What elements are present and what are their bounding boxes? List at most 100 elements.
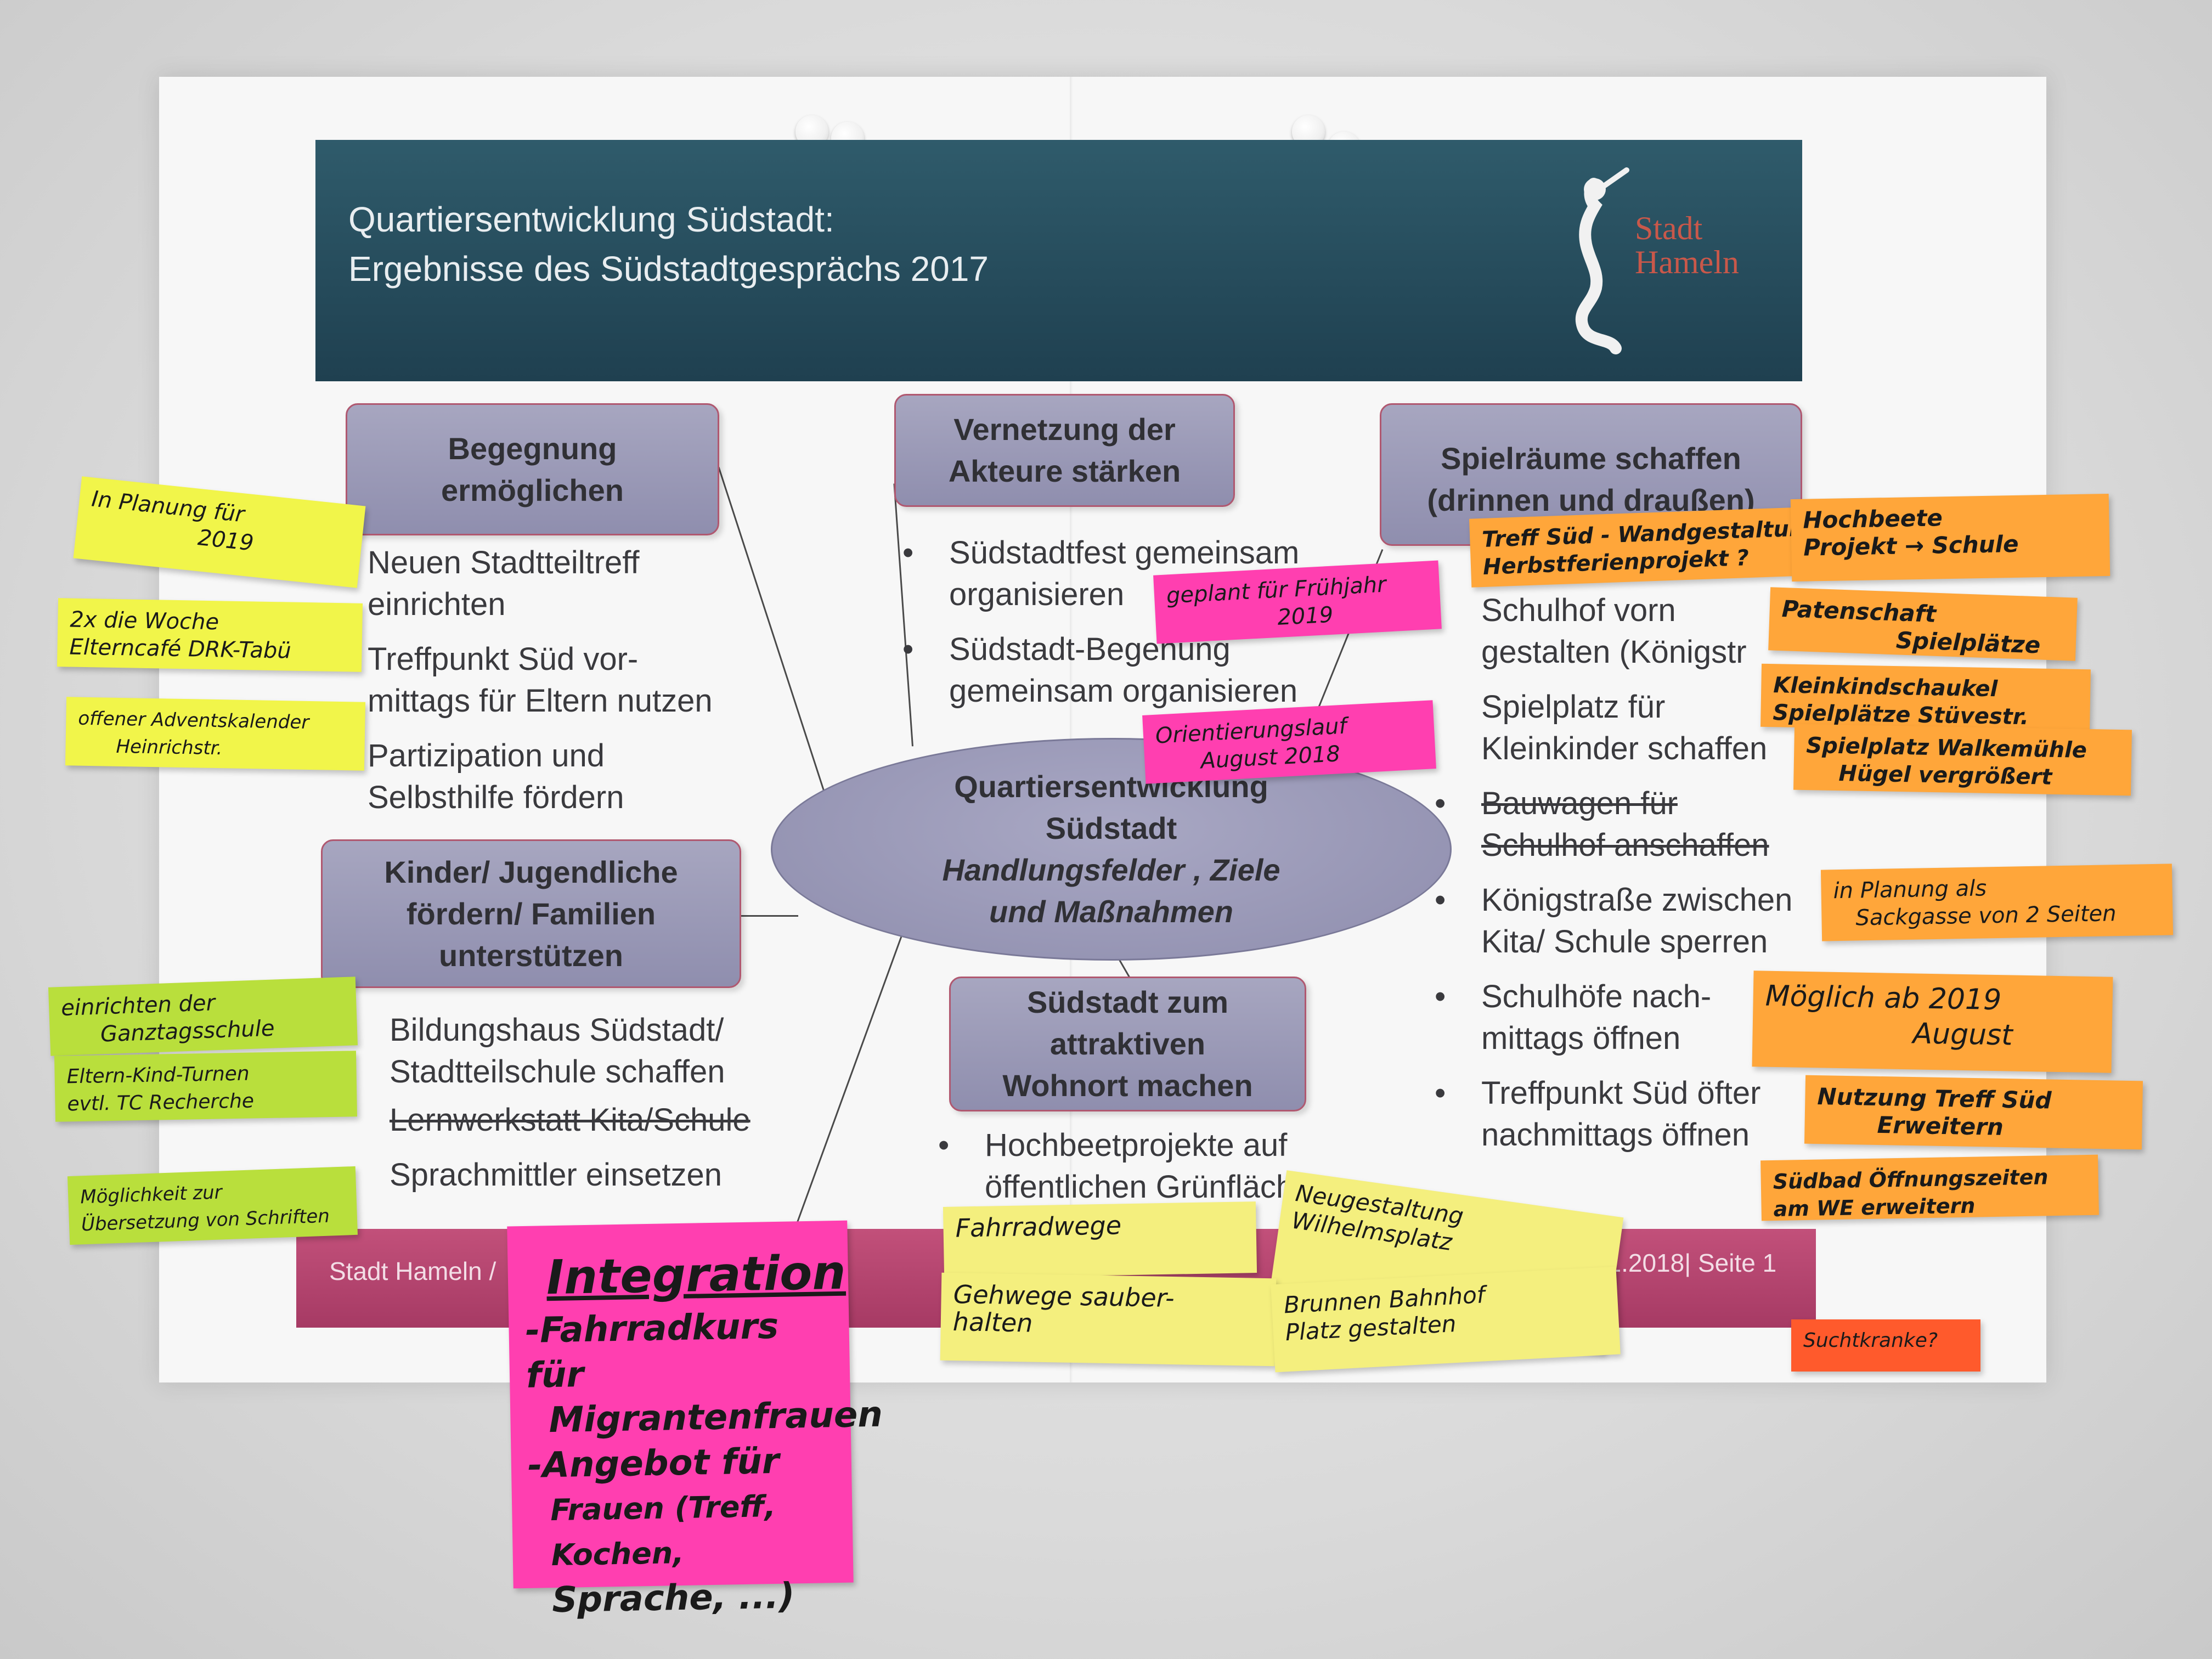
note-line: Elterncafé DRK-Tabü xyxy=(69,634,292,664)
text-kinder: Bildungshaus Südstadt/ Stadtteilschule s… xyxy=(390,1009,751,1196)
text-line: nachmittags öffnen xyxy=(1481,1117,1750,1153)
sticky-note: Nutzung Treff Süd Erweitern xyxy=(1804,1075,2143,1150)
text-line: mittags für Eltern nutzen xyxy=(368,683,713,719)
sticky-note: Brunnen Bahnhof Platz gestalten xyxy=(1271,1266,1621,1373)
text-vernetzung: Südstadtfest gemeinsam organisieren Süds… xyxy=(902,532,1299,712)
text-line: Stadtteilschule schaffen xyxy=(390,1054,725,1090)
text-line: Spielplatz für xyxy=(1481,689,1666,725)
note-line: Heinrichstr. xyxy=(116,735,223,760)
footer-left-text: Stadt Hameln / xyxy=(329,1257,496,1285)
box-line: Kinder/ Jugendliche xyxy=(384,854,678,889)
box-line: Spielräume schaffen xyxy=(1441,441,1741,476)
connector-line xyxy=(738,915,798,917)
note-line: am WE erweitern xyxy=(1773,1193,1976,1221)
note-line: Sprache, ...) xyxy=(551,1576,795,1621)
sticky-note: 2x die Woche Elterncafé DRK-Tabü xyxy=(57,598,363,672)
title-line: Ergebnisse des Südstadtgesprächs 2017 xyxy=(348,249,989,289)
text-line: Selbsthilfe fördern xyxy=(368,780,624,815)
logo-line: Hameln xyxy=(1635,244,1739,280)
note-line: Suchtkranke? xyxy=(1803,1329,1938,1352)
text-line: Bildungshaus Südstadt/ xyxy=(390,1012,724,1048)
center-line: Handlungsfelder , Ziele xyxy=(942,853,1280,887)
text-line: gestalten (Königstr xyxy=(1481,634,1747,670)
note-line: Südbad Öffnungszeiten xyxy=(1773,1165,2049,1194)
text-line: Kita/ Schule sperren xyxy=(1481,924,1768,960)
sticky-note: Patenschaft Spielplätze xyxy=(1768,587,2078,661)
box-line: Vernetzung der xyxy=(953,412,1176,447)
city-logo-text: Stadt Hameln xyxy=(1635,211,1739,279)
box-line: Begegnung xyxy=(448,431,617,466)
sticky-note: Möglich ab 2019 August xyxy=(1752,970,2113,1073)
topic-box-kinder: Kinder/ Jugendliche fördern/ Familien unte… xyxy=(321,839,741,988)
text-line: einrichten xyxy=(368,586,506,622)
note-line: -Fahrradkurs für xyxy=(524,1306,779,1396)
note-line: offener Adventskalender xyxy=(78,707,309,733)
note-line: Sackgasse von 2 Seiten xyxy=(1855,901,2117,931)
text-line: Partizipation und xyxy=(368,738,605,774)
paper-fold xyxy=(1070,77,1073,1383)
box-line: fördern/ Familien xyxy=(406,896,656,931)
note-heading: Integration xyxy=(546,1245,847,1306)
sticky-note: in Planung als Sackgasse von 2 Seiten xyxy=(1820,864,2174,941)
slide-title: Quartiersentwicklung Südstadt: Ergebniss… xyxy=(348,195,989,294)
sticky-note: Fahrradwege xyxy=(943,1201,1257,1278)
sticky-note: Suchtkranke? xyxy=(1791,1319,1980,1372)
sticky-note: Eltern-Kind-Turnen evtl. TC Recherche xyxy=(54,1051,358,1122)
note-line: Nutzung Treff Süd xyxy=(1817,1083,2052,1114)
note-line: 2x die Woche xyxy=(70,607,219,635)
center-line: Südstadt xyxy=(1045,811,1177,845)
text-spielraeume: Schulhof vorn gestalten (Königstr Spielp… xyxy=(1435,590,1792,1156)
box-line: attraktiven xyxy=(1049,1026,1206,1061)
text-line: öffentlichen Grünflächen xyxy=(985,1169,1329,1205)
text-begegnung: Neuen Stadtteiltreff einrichten Treffpun… xyxy=(368,542,713,819)
text-line: Sprachmittler einsetzen xyxy=(390,1157,723,1193)
center-ellipse: Quartiersentwicklung Südstadt Handlungsf… xyxy=(771,738,1452,961)
note-line: -Angebot für xyxy=(527,1441,780,1486)
note-line: Eltern-Kind-Turnen xyxy=(66,1062,250,1088)
sticky-note: Hochbeete Projekt → Schule xyxy=(1790,493,2111,582)
bullet-line: Hochbeetprojekte auf xyxy=(938,1125,1329,1166)
note-line: Möglich ab 2019 xyxy=(1765,979,2002,1017)
sticky-note: Südbad Öffnungszeiten am WE erweitern xyxy=(1760,1154,2099,1221)
sticky-note: Treff Süd - Wandgestaltung Herbstferienp… xyxy=(1469,507,1821,588)
pied-piper-logo-icon xyxy=(1575,167,1629,354)
note-line: Hügel vergrößert xyxy=(1838,761,2052,790)
box-line: Wohnort machen xyxy=(1002,1068,1253,1103)
note-line: Frauen (Treff, Kochen, xyxy=(550,1488,776,1573)
sticky-note: Kleinkindschaukel Spielplätze Stüvestr. xyxy=(1760,663,2091,733)
note-line: Erweitern xyxy=(1877,1111,2004,1141)
note-line: Migrantenfrauen xyxy=(548,1394,883,1441)
note-line: evtl. TC Recherche xyxy=(67,1090,255,1116)
title-line: Quartiersentwicklung Südstadt: xyxy=(348,200,834,239)
bullet-line: Südstadtfest gemeinsam xyxy=(902,532,1299,574)
bullet-line: Königstraße zwischen xyxy=(1435,879,1792,921)
sticky-note: Möglichkeit zur Übersetzung von Schrifte… xyxy=(67,1166,358,1245)
text-line: Lernwerkstatt Kita/Schule xyxy=(390,1102,751,1138)
sticky-note: offener Adventskalender Heinrichstr. xyxy=(65,697,366,771)
text-line: gemeinsam organisieren xyxy=(949,673,1298,709)
text-line: organisieren xyxy=(949,577,1125,612)
slide-header: Quartiersentwicklung Südstadt: Ergebniss… xyxy=(315,140,1802,381)
text-line: Schulhof vorn xyxy=(1481,592,1676,628)
box-line: Südstadt zum xyxy=(1026,985,1229,1019)
sticky-note: Gehwege sauber- halten xyxy=(940,1272,1277,1367)
box-line: Akteure stärken xyxy=(948,454,1181,488)
note-line: halten xyxy=(952,1307,1033,1338)
bullet-line: Schulhöfe nach- xyxy=(1435,976,1792,1018)
bullet-line: Bauwagen für xyxy=(1435,783,1792,825)
sticky-note: Spielplatz Walkemühle Hügel vergrößert xyxy=(1793,724,2132,796)
note-line: August xyxy=(1912,1017,2013,1052)
text-line: Treffpunkt Süd vor- xyxy=(368,641,639,677)
note-line: Fahrradwege xyxy=(955,1210,1122,1243)
text-line: Neuen Stadtteiltreff xyxy=(368,545,640,580)
sticky-note-integration: Integration -Fahrradkurs für Migrantenfr… xyxy=(507,1220,883,1621)
text-line: mittags öffnen xyxy=(1481,1020,1681,1056)
text-line: Schulhof anschaffen xyxy=(1481,827,1769,863)
box-line: unterstützen xyxy=(438,938,623,973)
logo-line: Stadt xyxy=(1635,210,1703,246)
text-line: Kleinkinder schaffen xyxy=(1481,731,1768,766)
center-line: und Maßnahmen xyxy=(989,894,1233,929)
